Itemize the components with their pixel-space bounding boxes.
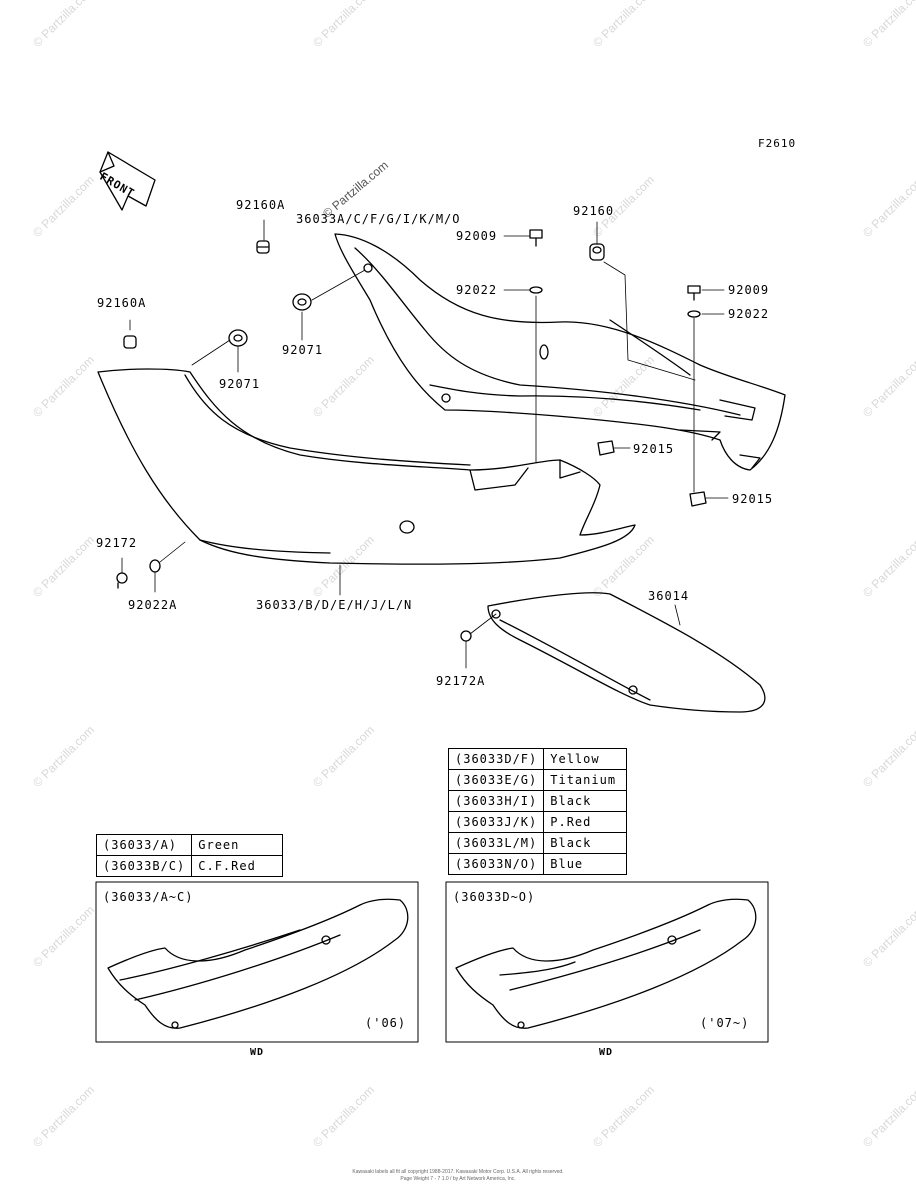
table-row: (36033D/F)Yellow — [447, 748, 628, 770]
color-name: P.Red — [543, 811, 628, 833]
nut-92015-a — [597, 440, 615, 456]
part-label-92009: 92009 — [456, 229, 498, 243]
part-label-92015: 92015 — [633, 442, 675, 456]
detail-box-right — [445, 881, 769, 1043]
detail-box-right-year: ('07~) — [700, 1016, 750, 1030]
color-name: Blue — [543, 853, 628, 875]
part-label-92172: 92172 — [96, 536, 138, 550]
washer-92022A — [149, 559, 161, 573]
leader-lines — [121, 219, 729, 669]
detail-box-left — [95, 881, 419, 1043]
part-label-92009: 92009 — [728, 283, 770, 297]
grommet-92160A-left — [123, 335, 137, 349]
table-row: (36033J/K)P.Red — [447, 811, 628, 833]
detail-box-right-title: (36033D~O) — [453, 890, 536, 904]
part-code: (36033N/O) — [447, 853, 545, 875]
detail-box-left-year: ('06) — [365, 1016, 407, 1030]
part-label-36033: 36033/B/D/E/H/J/L/N — [256, 598, 413, 612]
upper-side-cover-part — [334, 233, 786, 471]
table-row: (36033B/C)C.F.Red — [95, 855, 284, 877]
part-label-36033A: 36033A/C/F/G/I/K/M/O — [296, 212, 461, 226]
part-code: (36033E/G) — [447, 769, 545, 791]
table-row: (36033H/I)Black — [447, 790, 628, 812]
grommet-92071-b — [228, 329, 248, 347]
part-label-92015: 92015 — [732, 492, 774, 506]
color-name: Green — [191, 834, 284, 856]
part-code: (36033H/I) — [447, 790, 545, 812]
part-label-92071: 92071 — [282, 343, 324, 357]
grommet-92071-a — [292, 293, 312, 311]
part-code: (36033J/K) — [447, 811, 545, 833]
washer-92022-b — [687, 310, 701, 318]
detail-box-left-caption: WD — [250, 1047, 265, 1058]
front-arrow-icon — [99, 151, 156, 211]
footer-page-info: Page Weight 7 - 7 1.0 / by Art Network A… — [400, 1176, 516, 1182]
part-label-92160A: 92160A — [97, 296, 147, 310]
part-label-92172A: 92172A — [436, 674, 486, 688]
screw-92172A — [460, 630, 472, 642]
detail-box-left-title: (36033/A~C) — [103, 890, 194, 904]
screw-92172 — [116, 572, 128, 589]
grommet-92160 — [589, 243, 605, 261]
table-row: (36033N/O)Blue — [447, 853, 628, 875]
lower-side-cover-part — [97, 368, 636, 565]
washer-92022-a — [529, 286, 543, 294]
color-name: Black — [543, 832, 628, 854]
part-label-92160A: 92160A — [236, 198, 286, 212]
color-name: Black — [543, 790, 628, 812]
part-label-92022: 92022 — [456, 283, 498, 297]
detail-box-right-caption: WD — [599, 1047, 614, 1058]
color-name: Yellow — [543, 748, 628, 770]
color-table-left: (36033/A)Green (36033B/C)C.F.Red — [95, 834, 284, 877]
part-label-36014: 36014 — [648, 589, 690, 603]
part-label-92022A: 92022A — [128, 598, 178, 612]
part-label-92071: 92071 — [219, 377, 261, 391]
table-row: (36033L/M)Black — [447, 832, 628, 854]
color-name: C.F.Red — [191, 855, 284, 877]
table-row: (36033/A)Green — [95, 834, 284, 856]
part-code: (36033B/C) — [95, 855, 193, 877]
part-label-92022: 92022 — [728, 307, 770, 321]
screw-92009-a — [529, 229, 543, 247]
part-code: (36033D/F) — [447, 748, 545, 770]
figure-code: F2610 — [758, 137, 797, 150]
part-code: (36033L/M) — [447, 832, 545, 854]
screw-92009-b — [687, 285, 701, 301]
nut-92015-b — [689, 491, 707, 507]
footer-copyright: Kawasaki labels all fit all copyright 19… — [352, 1169, 564, 1175]
part-code: (36033/A) — [95, 834, 193, 856]
color-name: Titanium — [543, 769, 628, 791]
table-row: (36033E/G)Titanium — [447, 769, 628, 791]
tail-cover-part — [487, 592, 766, 713]
color-table-right: (36033D/F)Yellow (36033E/G)Titanium (360… — [447, 748, 628, 875]
grommet-92160A-top — [256, 240, 270, 254]
part-label-92160: 92160 — [573, 204, 615, 218]
